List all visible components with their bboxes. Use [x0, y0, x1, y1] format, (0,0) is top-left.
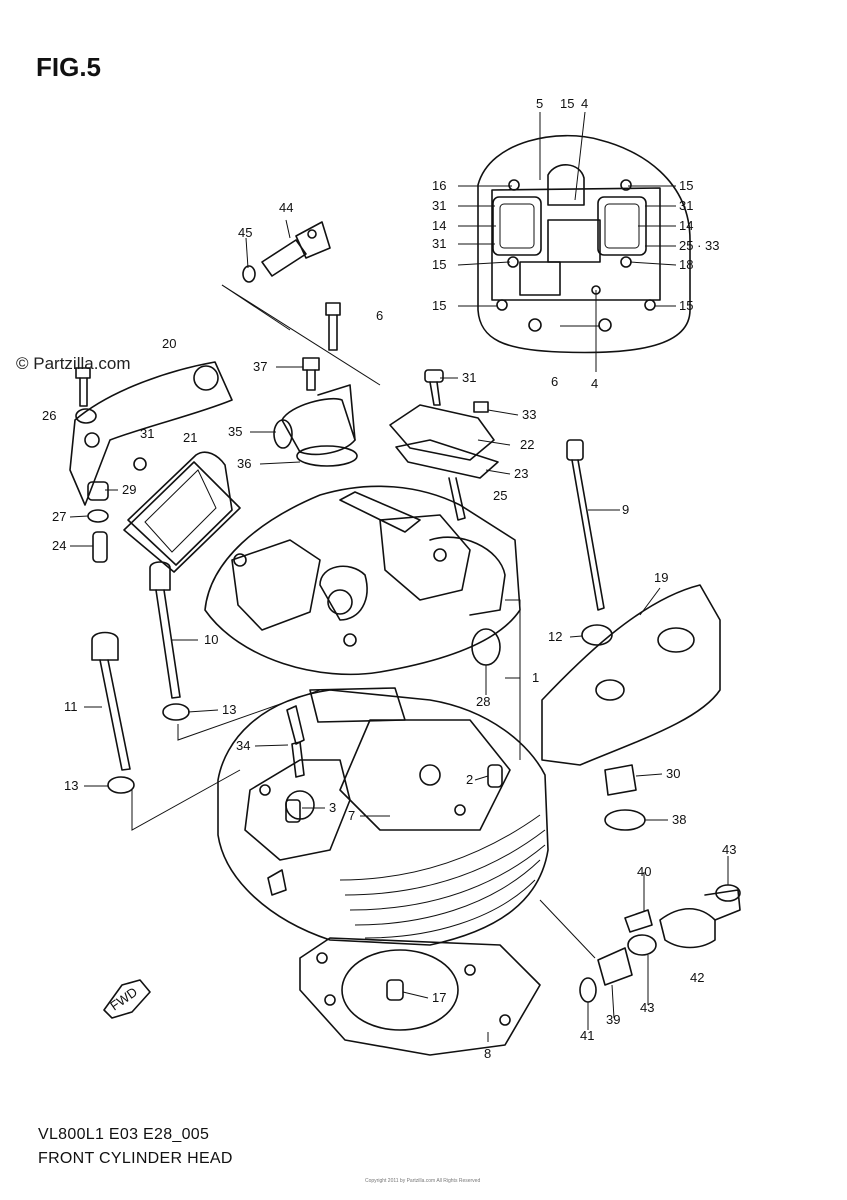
callout: 15 [432, 298, 446, 313]
callout: 2 [466, 772, 473, 787]
callout: 24 [52, 538, 66, 553]
callout: 36 [237, 456, 251, 471]
callout: 1 [532, 670, 539, 685]
inset-head-top-view [477, 134, 691, 354]
callout: 12 [548, 629, 562, 644]
callout: 27 [52, 509, 66, 524]
forward-arrow: FWD [103, 979, 151, 1019]
spark-plug [285, 705, 305, 823]
side-cover [541, 584, 721, 766]
hose-fittings [579, 884, 741, 1003]
callout: 7 [348, 808, 355, 823]
callout: 42 [690, 970, 704, 985]
callout: 31 [432, 236, 446, 251]
callout: 18 [679, 257, 693, 272]
watermark: © Partzilla.com [16, 354, 131, 373]
callout: 6 [551, 374, 558, 389]
callout: 39 [606, 1012, 620, 1027]
callout: 9 [622, 502, 629, 517]
callout: 35 [228, 424, 242, 439]
grommets-and-pin [87, 481, 109, 563]
callout: 21 [183, 430, 197, 445]
callout: 26 [42, 408, 56, 423]
callout: 15 [560, 96, 574, 111]
callout: 28 [476, 694, 490, 709]
callout: 19 [654, 570, 668, 585]
callout: 13 [222, 702, 236, 717]
callout: 25 [493, 488, 507, 503]
callout: 38 [672, 812, 686, 827]
callout: 43 [722, 842, 736, 857]
cylinder-studs [91, 439, 613, 794]
callout: 10 [204, 632, 218, 647]
bolt-26 [75, 367, 97, 424]
grommets-right [604, 764, 646, 831]
callout: 16 [432, 178, 446, 193]
copyright-note: Copyright 2011 by Partzilla.com All Righ… [365, 1178, 481, 1184]
callout: 14 [432, 218, 446, 233]
callout: 20 [162, 336, 176, 351]
callout: 31 [679, 198, 693, 213]
callout: 29 [122, 482, 136, 497]
callout: 4 [581, 96, 588, 111]
callout: 43 [640, 1000, 654, 1015]
callout: 22 [520, 437, 534, 452]
callout: 14 [679, 218, 693, 233]
callout: 31 [462, 370, 476, 385]
callout: 25 · 33 [679, 238, 719, 253]
diagram-code: VL800L1 E03 E28_005 [38, 1126, 210, 1143]
tappet-cover-left [123, 451, 241, 573]
mounting-bolts-top [302, 302, 341, 391]
callout: 11 [64, 699, 78, 714]
callout: 8 [484, 1046, 491, 1061]
callout: 5 [536, 96, 543, 111]
diagram-name: FRONT CYLINDER HEAD [38, 1150, 233, 1167]
callouts: 5 15 4 16 15 31 31 14 14 31 25 · 33 15 1… [42, 96, 736, 1061]
callout: 40 [637, 864, 651, 879]
cylinder-head [204, 485, 521, 676]
callout: 13 [64, 778, 78, 793]
head-cover-bracket [69, 361, 233, 506]
callout: 4 [591, 376, 598, 391]
callout: 30 [666, 766, 680, 781]
callout: 23 [514, 466, 528, 481]
cylinder-block [217, 689, 549, 946]
callout: 41 [580, 1028, 594, 1043]
water-outlet [273, 384, 358, 467]
temperature-sensor [242, 221, 331, 283]
callout: 31 [432, 198, 446, 213]
callout: 44 [279, 200, 293, 215]
callout: 33 [522, 407, 536, 422]
callout: 45 [238, 225, 252, 240]
callout: 3 [329, 800, 336, 815]
callout: 15 [679, 298, 693, 313]
callout: 37 [253, 359, 267, 374]
callout: 34 [236, 738, 250, 753]
callout: 15 [679, 178, 693, 193]
callout: 6 [376, 308, 383, 323]
base-gasket [299, 937, 541, 1056]
callout: 17 [432, 990, 446, 1005]
leader-lines [69, 111, 729, 1042]
figure-title: FIG.5 [36, 52, 102, 82]
callout: 31 [140, 426, 154, 441]
callout: 15 [432, 257, 446, 272]
